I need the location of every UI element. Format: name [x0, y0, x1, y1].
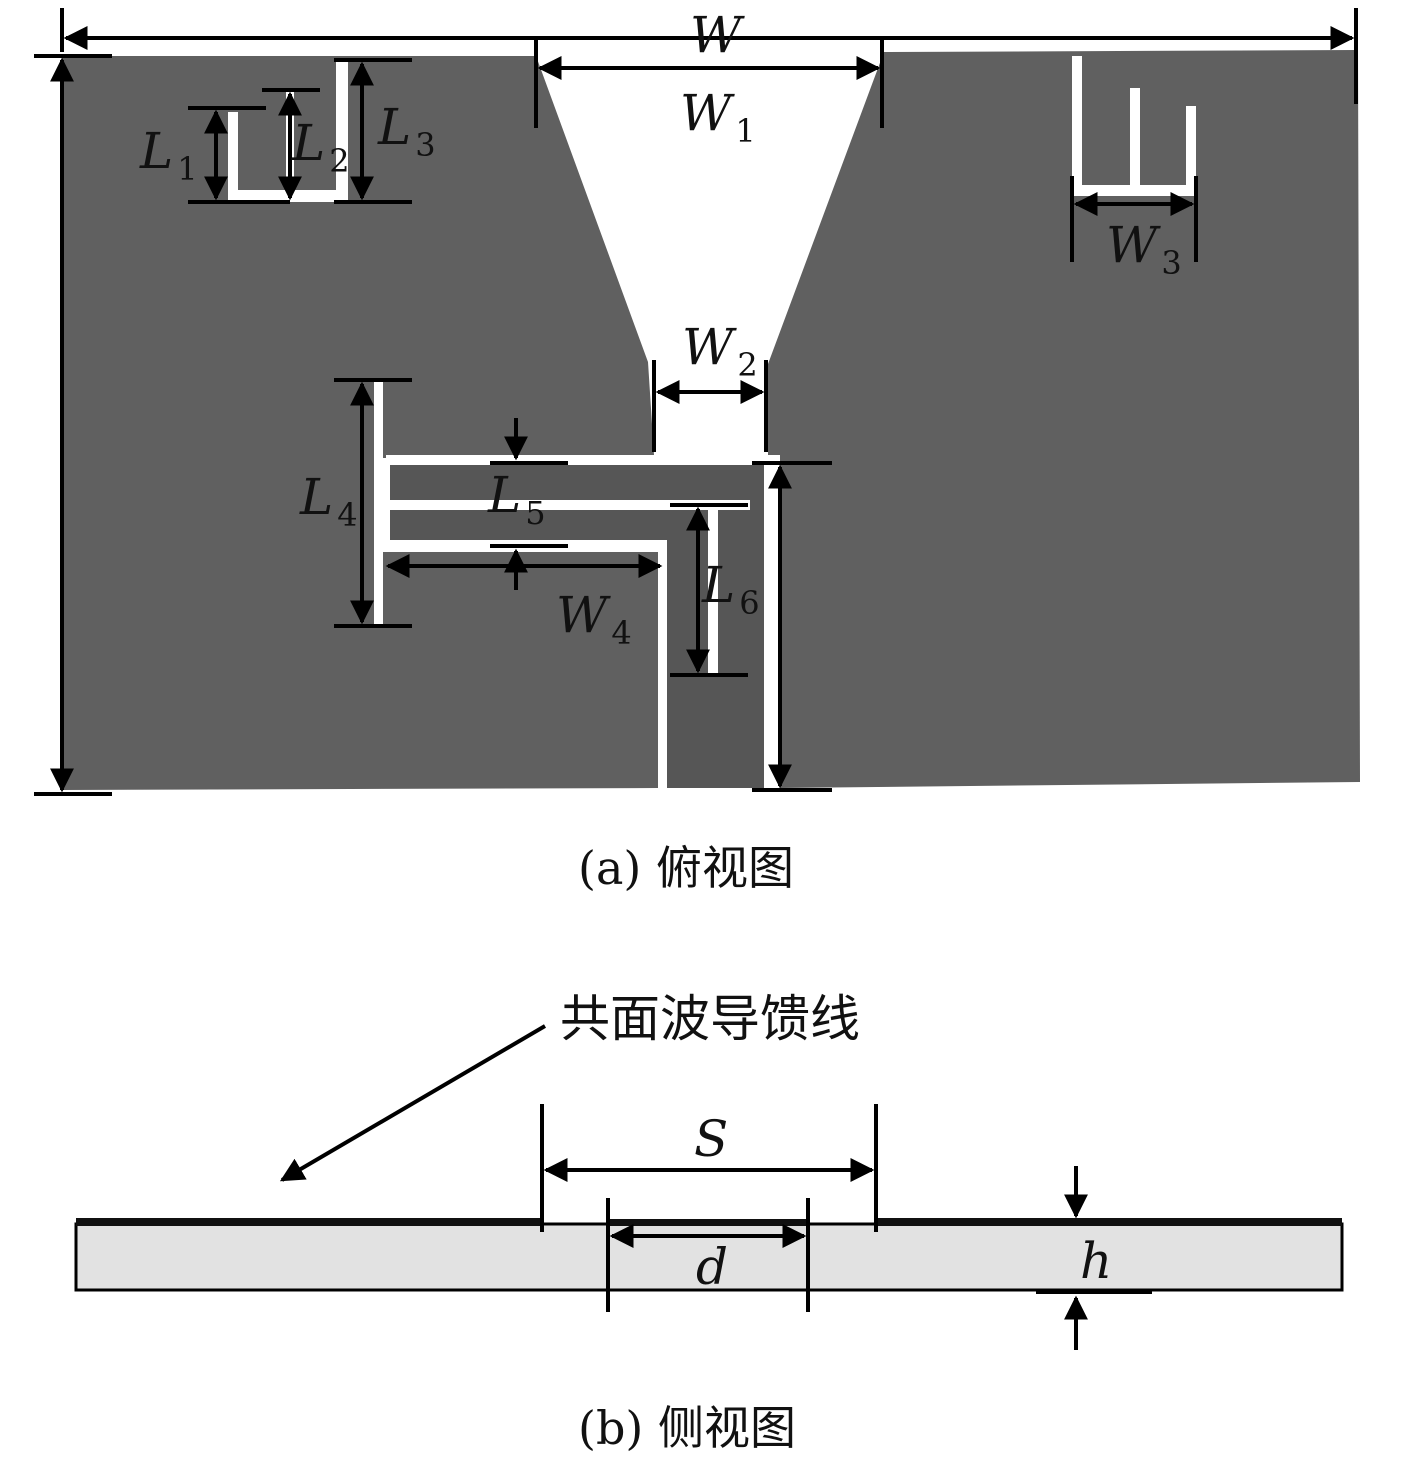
caption-top-view: (a) 俯视图: [578, 841, 794, 895]
right-ground-plane: [768, 50, 1360, 788]
u-slot-left: [228, 62, 348, 202]
caption-side-view: (b) 侧视图: [578, 1401, 796, 1455]
center-conductor: [610, 1219, 808, 1226]
feed-label: 共面波导馈线: [560, 990, 860, 1048]
cpw-gap-left: [658, 540, 667, 790]
cpw-gap-right: [766, 458, 776, 790]
label-d: d: [696, 1238, 728, 1296]
metal-layer-left: [76, 1218, 542, 1226]
side-view: 共面波导馈线 S d h (b) 侧视图: [74, 990, 1344, 1455]
e-slot-right-stub: [1130, 88, 1140, 188]
label-s: S: [694, 1110, 728, 1168]
feed-strip: [390, 465, 764, 788]
label-w: W: [690, 6, 745, 64]
feed-slot-vertical: [708, 505, 718, 675]
feed-slot-horizontal: [390, 500, 750, 510]
feed-pointer-arrow: [279, 1024, 547, 1182]
label-h: h: [1080, 1232, 1112, 1290]
metal-layer-right: [876, 1218, 1342, 1226]
vertical-slot-l4: [374, 382, 383, 627]
